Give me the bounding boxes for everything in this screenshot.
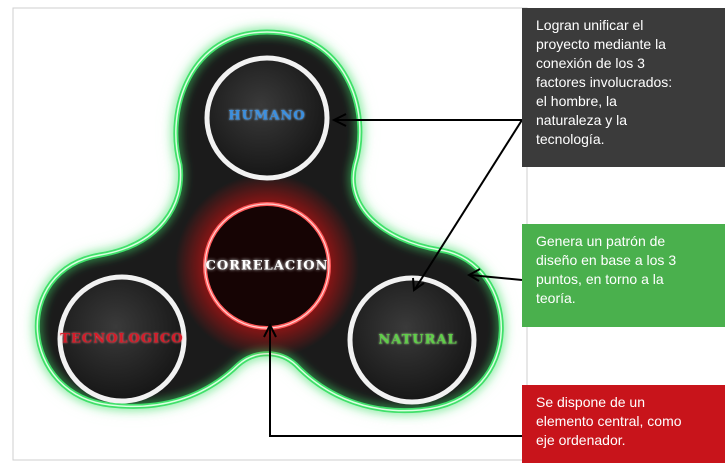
center-ring-core: [204, 203, 330, 329]
arrowhead-natural: [412, 277, 425, 292]
note-unify: Logran unificar el proyecto mediante la …: [522, 8, 725, 167]
arrowhead-humano: [331, 113, 347, 127]
disc-natural: [347, 275, 477, 405]
connector-arrows: [263, 113, 523, 437]
arrow-to-natural: [414, 119, 523, 290]
label-tecnologico: TECNOLOGICO: [60, 331, 184, 347]
note-pattern: Genera un patrón de diseño en base a los…: [522, 224, 725, 327]
arrowhead-edge: [466, 268, 481, 282]
disc-humano: [204, 55, 330, 181]
label-correlacion: CORRELACION: [205, 258, 329, 274]
disc-tecnologico: [57, 274, 187, 404]
note-center: Se dispone de un elemento central, como …: [522, 385, 725, 463]
label-humano: HUMANO: [228, 108, 306, 124]
label-natural: NATURAL: [378, 332, 458, 348]
center-disc: [205, 204, 329, 328]
arrow-to-edge: [469, 274, 523, 281]
arrowhead-center: [263, 322, 277, 338]
arrow-to-center: [269, 326, 522, 437]
